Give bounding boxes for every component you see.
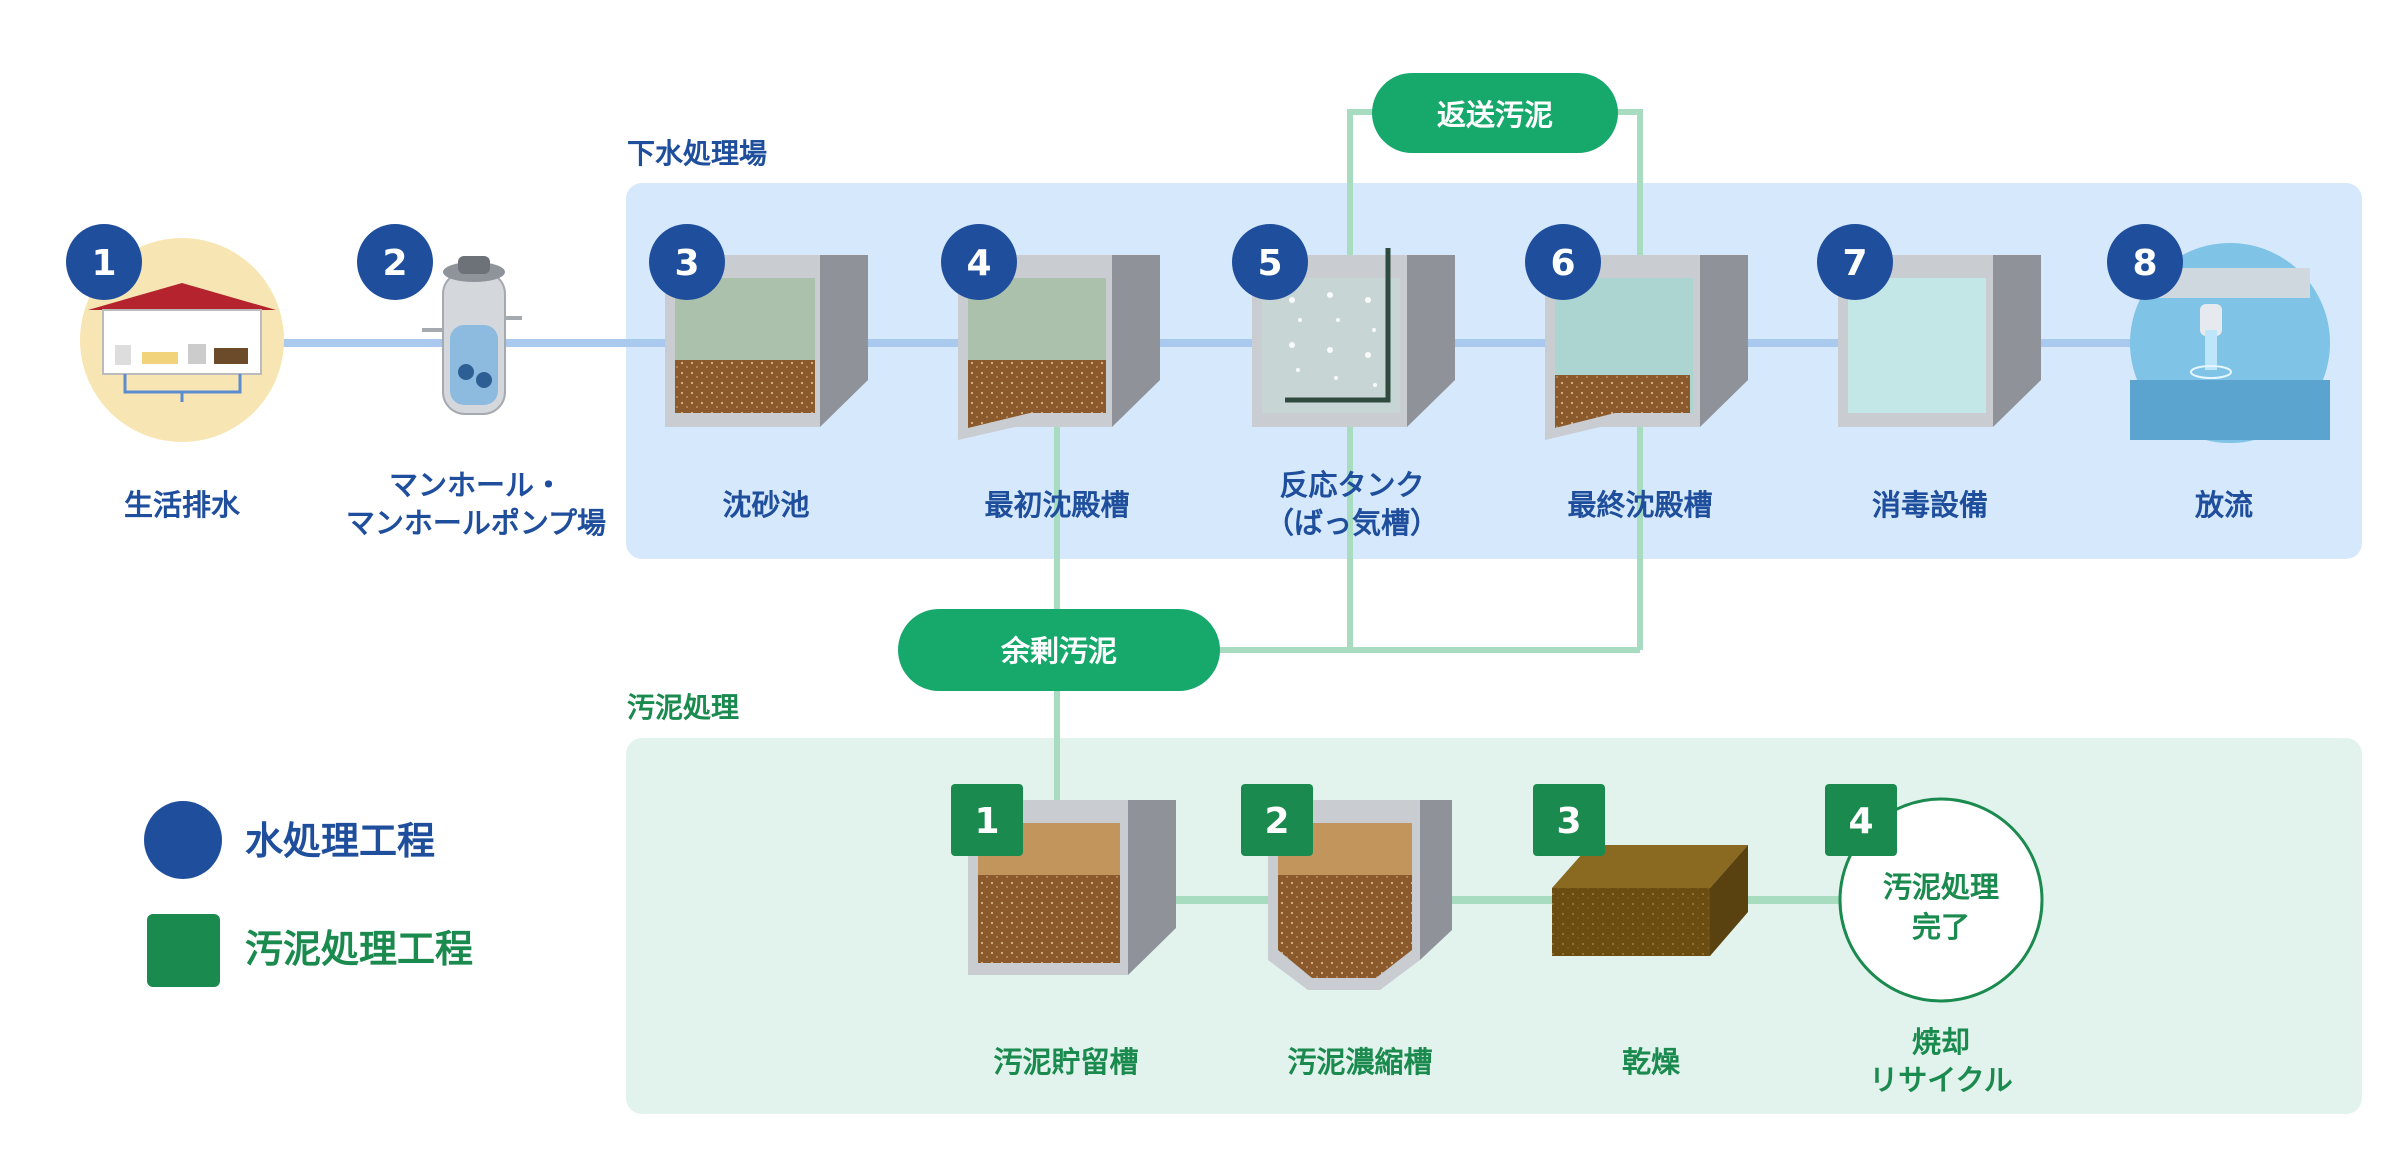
sludge-step-badge: 3 [1533, 784, 1605, 856]
sludge-step-number: 1 [974, 801, 999, 842]
sludge-step-label: リサイクル [1869, 1063, 2013, 1097]
water-treatment-area [626, 183, 2362, 559]
section-title-water: 下水処理場 [627, 137, 767, 170]
water-step-badge: 4 [941, 224, 1017, 300]
return-sludge-pill: 返送汚泥 [1372, 73, 1618, 153]
water-step-number: 7 [1842, 243, 1867, 284]
water-step-badge: 3 [649, 224, 725, 300]
final-sedimentation-illustration [1545, 255, 1748, 440]
sludge-step-number: 2 [1264, 801, 1289, 842]
grit-chamber-illustration [665, 255, 868, 427]
water-step-number: 8 [2132, 243, 2157, 284]
excess-sludge-pill: 余剰汚泥 [898, 609, 1220, 691]
completion-line-1: 汚泥処理 [1883, 870, 1999, 904]
section-title-sludge: 汚泥処理 [627, 691, 739, 724]
legend-sludge-swatch [147, 914, 220, 987]
excess-sludge-lines [1054, 410, 1643, 800]
sludge-treatment-area [626, 738, 2362, 1114]
legend-water-label: 水処理工程 [245, 819, 435, 863]
svg-text:返送汚泥: 返送汚泥 [1437, 98, 1553, 132]
water-step-number: 3 [674, 243, 699, 284]
sludge-step-label: 乾燥 [1622, 1045, 1681, 1079]
water-step-label: 最終沈殿槽 [1567, 488, 1712, 522]
completion-line-2: 完了 [1912, 910, 1970, 944]
sludge-step-number: 3 [1556, 801, 1581, 842]
sludge-thickener-illustration [1268, 800, 1452, 990]
sludge-step-label: 汚泥濃縮槽 [1287, 1045, 1432, 1079]
drying-illustration [1552, 845, 1748, 956]
sludge-step-badge: 2 [1241, 784, 1313, 856]
manhole-pump-illustration [422, 256, 522, 415]
disinfection-illustration [1838, 255, 2041, 427]
sludge-step-badge: 1 [951, 784, 1023, 856]
water-step-label: 反応タンク [1279, 468, 1424, 502]
water-step-label: 生活排水 [124, 488, 241, 522]
water-step-badge: 7 [1817, 224, 1893, 300]
legend-sludge-label: 汚泥処理工程 [245, 927, 473, 971]
household-illustration [80, 238, 284, 442]
sludge-step-label: 焼却 [1912, 1025, 1970, 1059]
sludge-step-label: 汚泥貯留槽 [993, 1045, 1138, 1079]
discharge-illustration [2130, 243, 2330, 443]
water-step-badge: 6 [1525, 224, 1601, 300]
reaction-tank-illustration [1252, 248, 1455, 427]
water-step-number: 5 [1257, 243, 1282, 284]
legend: 水処理工程 汚泥処理工程 [144, 801, 473, 987]
water-step-label: マンホールポンプ場 [346, 506, 606, 540]
water-step-number: 6 [1550, 243, 1575, 284]
water-step-badge: 8 [2107, 224, 2183, 300]
sludge-step-number: 4 [1848, 801, 1873, 842]
water-step-number: 4 [966, 243, 991, 284]
svg-text:余剰汚泥: 余剰汚泥 [1000, 634, 1117, 668]
water-step-label: 最初沈殿槽 [984, 488, 1129, 522]
water-step-badge: 1 [66, 224, 142, 300]
legend-water-swatch [144, 801, 222, 879]
water-step-number: 2 [382, 243, 407, 284]
water-step-label: （ばっ気槽） [1265, 506, 1439, 540]
water-step-badge: 5 [1232, 224, 1308, 300]
water-step-label: 放流 [2194, 488, 2253, 522]
aeration-bubbles [1289, 292, 1377, 387]
water-step-label: 消毒設備 [1872, 488, 1988, 522]
water-step-label: 沈砂池 [722, 488, 809, 522]
water-step-badge: 2 [357, 224, 433, 300]
sludge-step-badge: 4 [1825, 784, 1897, 856]
primary-sedimentation-illustration [958, 255, 1160, 440]
water-step-number: 1 [91, 243, 116, 284]
water-step-label: マンホール・ [389, 468, 563, 502]
